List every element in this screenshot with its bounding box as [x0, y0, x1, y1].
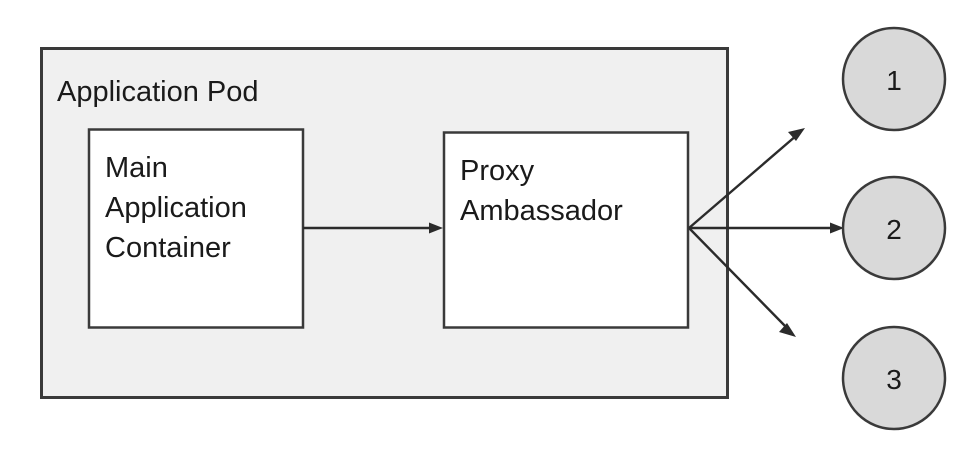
- application-pod-label: Application Pod: [57, 76, 259, 108]
- proxy-ambassador-container-box[interactable]: [442, 131, 690, 329]
- connector-proxy-to-service-1[interactable]: [688, 128, 805, 229]
- main-application-container-line-3: Container: [105, 232, 231, 264]
- main-application-container-box[interactable]: [87, 128, 305, 329]
- external-service-2-circle[interactable]: [841, 175, 947, 281]
- connector-proxy-to-service-3-line: [688, 227, 789, 330]
- external-service-3-circle[interactable]: [841, 325, 947, 431]
- external-service-2-label: 2: [886, 214, 902, 245]
- connector-proxy-to-service-2[interactable]: [689, 222, 844, 234]
- proxy-ambassador-line-2: Ambassador: [460, 195, 623, 227]
- connector-proxy-to-service-1-line: [688, 134, 798, 229]
- external-service-1-circle[interactable]: [841, 26, 947, 132]
- main-application-container-line-1: Main: [105, 152, 168, 184]
- connector-proxy-to-service-2-arrowhead: [830, 222, 844, 234]
- connector-proxy-to-service-1-arrowhead: [788, 128, 805, 141]
- connector-main-to-proxy-arrowhead: [429, 222, 443, 234]
- proxy-ambassador-line-1: Proxy: [460, 155, 535, 187]
- connector-proxy-to-service-3[interactable]: [688, 227, 796, 337]
- main-application-container-line-2: Application: [105, 192, 247, 224]
- external-service-3-label: 3: [886, 364, 902, 395]
- connector-proxy-to-service-3-arrowhead: [779, 323, 796, 337]
- connector-main-to-proxy[interactable]: [303, 222, 443, 234]
- external-service-1-label: 1: [886, 65, 902, 96]
